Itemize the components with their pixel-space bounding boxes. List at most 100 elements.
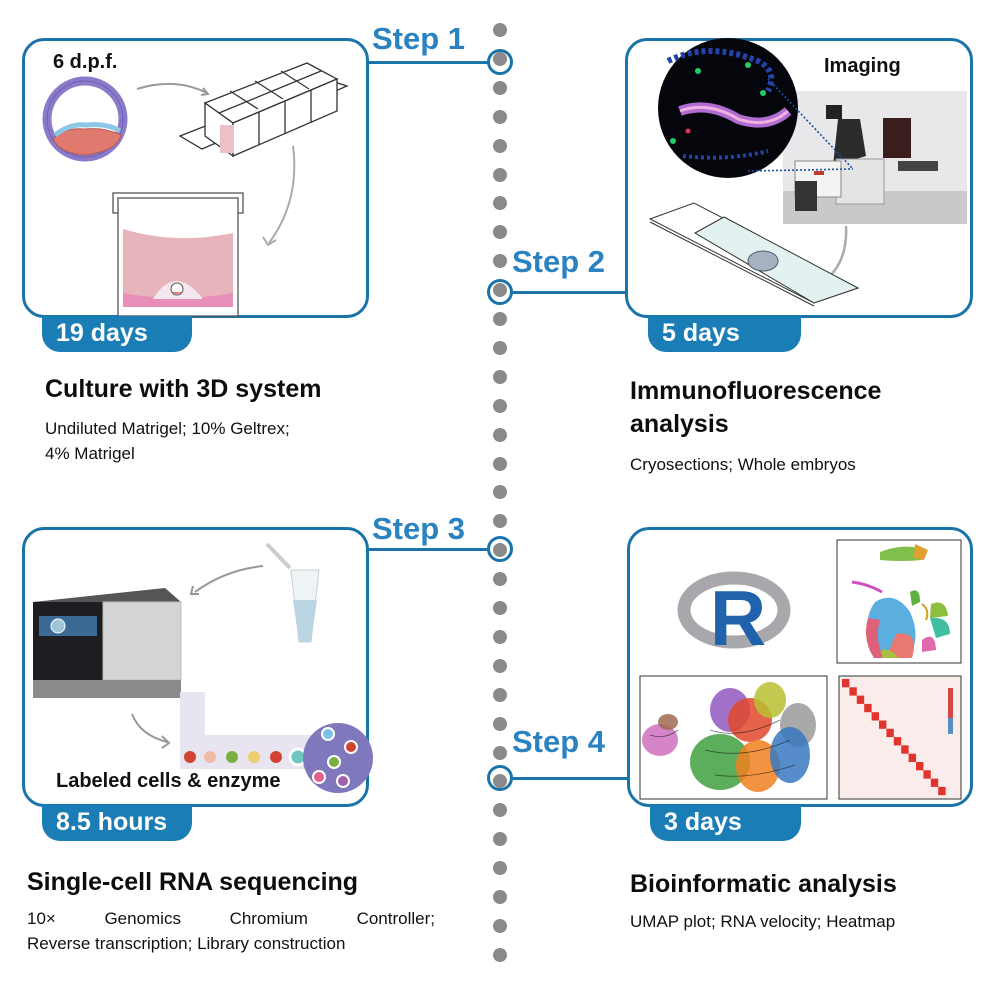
heatmap-diagonal-cell bbox=[893, 737, 902, 746]
step-2-label: Step 2 bbox=[512, 244, 606, 279]
arrow-2 bbox=[131, 713, 168, 743]
heatmap-diagonal-cell bbox=[842, 679, 850, 688]
timeline-dot bbox=[493, 514, 507, 529]
step-2-timeline-node bbox=[487, 279, 513, 305]
step-1-description-line-2: 4% Matrigel bbox=[45, 444, 135, 463]
arrow-2 bbox=[268, 145, 296, 244]
timeline-dot bbox=[493, 340, 507, 355]
heatmap-diagonal-cell bbox=[916, 762, 924, 771]
step-3-title: Single-cell RNA sequencing bbox=[27, 868, 359, 896]
timeline-dot bbox=[493, 196, 507, 211]
r-logo-letter: R bbox=[710, 574, 766, 662]
step-2-title-line-2: analysis bbox=[630, 410, 729, 438]
step-3-description-line-2: Reverse transcription; Library construct… bbox=[27, 934, 346, 953]
umap-plot-thumbnail bbox=[836, 539, 962, 664]
heatmap-diagonal-cell bbox=[871, 712, 879, 721]
heatmap-diagonal-cell bbox=[908, 753, 916, 762]
step-4-description: UMAP plot; RNA velocity; Heatmap bbox=[630, 912, 896, 931]
heatmap-diagonal-cell bbox=[856, 695, 865, 704]
timeline-dot bbox=[493, 109, 507, 124]
step-4-connector bbox=[510, 777, 630, 780]
heatmap-diagonal-cell bbox=[901, 745, 909, 754]
step-1-label: Step 1 bbox=[372, 21, 466, 56]
step-2-title-line-1: Immunofluorescence bbox=[630, 377, 882, 405]
timeline-dot bbox=[493, 601, 507, 615]
step-1-illustration-box: 6 d.p.f. bbox=[22, 38, 369, 318]
heatmap-diagonal-cell bbox=[886, 728, 894, 738]
step-1-title: Culture with 3D system bbox=[45, 375, 322, 403]
chromium-controller-icon bbox=[33, 588, 182, 698]
r-logo-icon: R bbox=[677, 571, 791, 662]
labeled-cells-caption: Labeled cells & enzyme bbox=[56, 770, 281, 792]
step-2-description: Cryosections; Whole embryos bbox=[630, 455, 856, 474]
heatmap-diagonal-cell bbox=[930, 778, 939, 787]
imaging-caption: Imaging bbox=[824, 55, 901, 77]
step-3-label: Step 3 bbox=[372, 511, 466, 546]
desc-word: Controller; bbox=[356, 909, 435, 928]
timeline-dot bbox=[493, 572, 507, 587]
microfluidic-chip-icon bbox=[180, 692, 373, 793]
timeline-dot bbox=[493, 312, 507, 326]
imaging-illustration bbox=[648, 38, 967, 307]
step-3-duration-badge: 8.5 hours bbox=[42, 805, 192, 841]
arrow-1 bbox=[194, 565, 264, 593]
step-3-description-line-1: 10× Genomics Chromium Controller; bbox=[27, 907, 435, 931]
step-4-label: Step 4 bbox=[512, 724, 606, 759]
step-3-connector bbox=[366, 548, 490, 551]
heatmap-color-legend bbox=[948, 688, 953, 718]
timeline-dot bbox=[493, 918, 507, 933]
timeline-dot bbox=[493, 947, 507, 962]
sample-tube-icon bbox=[265, 542, 320, 643]
timeline-dot bbox=[493, 254, 507, 269]
timeline-dot bbox=[493, 832, 507, 847]
arrow-1 bbox=[136, 82, 208, 94]
bioinformatics-illustration: R bbox=[639, 539, 962, 800]
heatmap-diagonal-cell bbox=[864, 703, 872, 713]
timeline-dot bbox=[493, 687, 507, 702]
timeline-dot bbox=[493, 890, 507, 904]
microscope-slide-icon bbox=[648, 202, 860, 307]
timeline-dot bbox=[493, 225, 507, 240]
rna-velocity-plot-thumbnail bbox=[639, 675, 828, 800]
step-1-connector bbox=[366, 61, 490, 64]
step-1-timeline-node bbox=[487, 49, 513, 75]
heatmap-color-legend-low bbox=[948, 718, 953, 734]
heatmap-diagonal-cell bbox=[879, 720, 887, 729]
timeline-dot bbox=[493, 861, 507, 876]
timeline-dot bbox=[493, 803, 507, 818]
timeline-dot bbox=[493, 485, 507, 500]
timeline-dot bbox=[493, 716, 507, 731]
timeline-dot bbox=[493, 629, 507, 644]
culture-well-icon bbox=[112, 192, 244, 317]
timeline-dot bbox=[493, 745, 507, 760]
heatmap-thumbnail bbox=[838, 675, 962, 800]
step-1-duration-badge: 19 days bbox=[42, 316, 192, 352]
culture-illustration bbox=[42, 62, 349, 317]
step-2-duration-badge: 5 days bbox=[648, 316, 801, 352]
heatmap-diagonal-cell bbox=[923, 770, 931, 779]
desc-word: Genomics bbox=[104, 909, 181, 928]
sequencing-illustration bbox=[33, 542, 373, 793]
timeline-dot bbox=[493, 427, 507, 442]
step-4-illustration-box: R bbox=[627, 527, 973, 807]
timeline-dot bbox=[493, 456, 507, 471]
heatmap-diagonal-cell bbox=[938, 786, 946, 796]
timeline-dot bbox=[493, 23, 507, 37]
timeline-dot bbox=[493, 80, 507, 95]
step-4-duration-badge: 3 days bbox=[650, 805, 801, 841]
timeline-dot bbox=[493, 369, 507, 384]
timeline-dot bbox=[493, 167, 507, 182]
timeline-dot bbox=[493, 398, 507, 413]
step-3-timeline-node bbox=[487, 536, 513, 562]
chamber-slide-icon bbox=[178, 62, 349, 158]
heatmap-diagonal-cell bbox=[849, 687, 857, 696]
step-3-illustration-box: Labeled cells & enzyme bbox=[22, 527, 373, 807]
step-2-illustration-box: Imaging bbox=[625, 38, 973, 318]
desc-word: 10× bbox=[27, 909, 56, 928]
stage-caption: 6 d.p.f. bbox=[53, 51, 118, 73]
step-1-description-line-1: Undiluted Matrigel; 10% Geltrex; bbox=[45, 419, 290, 438]
step-4-title: Bioinformatic analysis bbox=[630, 870, 897, 898]
timeline-dot bbox=[493, 658, 507, 673]
timeline-dot bbox=[493, 138, 507, 153]
fluorescence-image bbox=[658, 38, 798, 178]
